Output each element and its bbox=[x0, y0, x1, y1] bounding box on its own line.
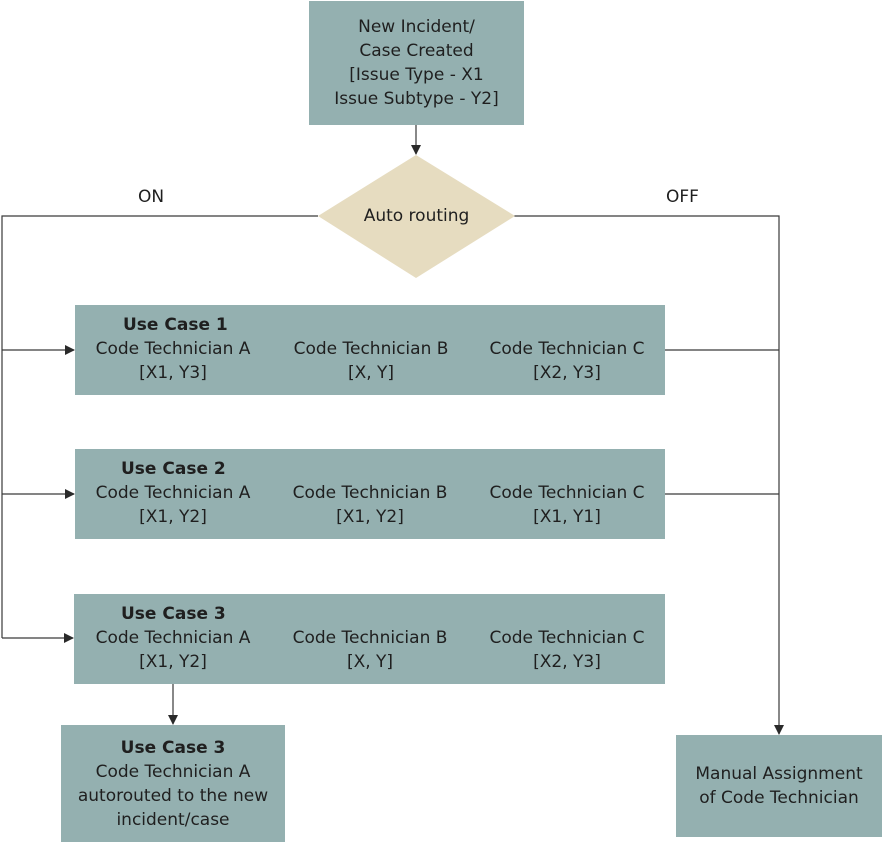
use-case-1-node: Use Case 1 Code Technician A [X1, Y3] Co… bbox=[75, 305, 665, 395]
off-branch-line bbox=[514, 215, 784, 735]
technician-values: [X, Y] bbox=[347, 363, 395, 383]
result-line-1: Code Technician A bbox=[95, 761, 251, 782]
decision-label: Auto routing bbox=[363, 206, 470, 226]
technician-name: Code Technician B bbox=[292, 483, 448, 503]
technician-b: Code Technician B [X, Y] bbox=[276, 626, 464, 674]
technician-values: [X1, Y2] bbox=[139, 507, 207, 527]
technician-values: [X1, Y3] bbox=[139, 363, 207, 383]
technician-values: [X1, Y2] bbox=[139, 652, 207, 672]
manual-line-1: Manual Assignment bbox=[695, 764, 863, 784]
result-line-3: incident/case bbox=[116, 809, 230, 830]
off-label: OFF bbox=[666, 187, 699, 207]
technician-b: Code Technician B [X1, Y2] bbox=[276, 481, 464, 529]
technician-values: [X1, Y2] bbox=[336, 507, 404, 527]
technician-name: Code Technician A bbox=[95, 628, 251, 648]
technician-c: Code Technician C [X1, Y1] bbox=[473, 481, 661, 529]
technician-c: Code Technician C [X2, Y3] bbox=[473, 337, 661, 385]
technician-a: Code Technician A [X1, Y2] bbox=[79, 481, 267, 529]
manual-assignment-node: Manual Assignment of Code Technician bbox=[676, 735, 882, 837]
technician-values: [X1, Y1] bbox=[533, 507, 601, 527]
start-line-3: [Issue Type - X1 bbox=[349, 65, 484, 85]
use-case-title: Use Case 1 bbox=[123, 315, 228, 335]
use-case-title: Use Case 3 bbox=[121, 604, 226, 624]
on-branch-line bbox=[1, 215, 318, 638]
technician-name: Code Technician C bbox=[489, 483, 645, 503]
technician-name: Code Technician A bbox=[95, 339, 251, 359]
technician-values: [X, Y] bbox=[346, 652, 394, 672]
start-line-4: Issue Subtype - Y2] bbox=[334, 89, 499, 109]
start-line-1: New Incident/ bbox=[358, 17, 475, 37]
start-line-2: Case Created bbox=[359, 41, 474, 61]
technician-b: Code Technician B [X, Y] bbox=[277, 337, 465, 385]
result-title: Use Case 3 bbox=[120, 737, 226, 758]
on-label: ON bbox=[138, 187, 165, 207]
decision-diamond bbox=[318, 155, 515, 278]
result-line-2: autorouted to the new bbox=[77, 785, 269, 806]
technician-values: [X2, Y3] bbox=[533, 363, 601, 383]
result-node: Use Case 3 Code Technician A autorouted … bbox=[61, 725, 285, 842]
use-case-title: Use Case 2 bbox=[121, 459, 226, 479]
technician-name: Code Technician C bbox=[489, 628, 645, 648]
use-case-3-node: Use Case 3 Code Technician A [X1, Y2] Co… bbox=[74, 594, 665, 684]
technician-name: Code Technician A bbox=[95, 483, 251, 503]
use-case-2-node: Use Case 2 Code Technician A [X1, Y2] Co… bbox=[75, 449, 665, 539]
technician-name: Code Technician B bbox=[293, 339, 449, 359]
technician-name: Code Technician B bbox=[292, 628, 448, 648]
start-node: New Incident/ Case Created [Issue Type -… bbox=[309, 1, 524, 125]
technician-values: [X2, Y3] bbox=[533, 652, 601, 672]
technician-a: Code Technician A [X1, Y2] bbox=[79, 626, 267, 674]
technician-name: Code Technician C bbox=[489, 339, 645, 359]
technician-c: Code Technician C [X2, Y3] bbox=[473, 626, 661, 674]
technician-a: Code Technician A [X1, Y3] bbox=[79, 337, 267, 385]
manual-line-2: of Code Technician bbox=[699, 788, 859, 808]
